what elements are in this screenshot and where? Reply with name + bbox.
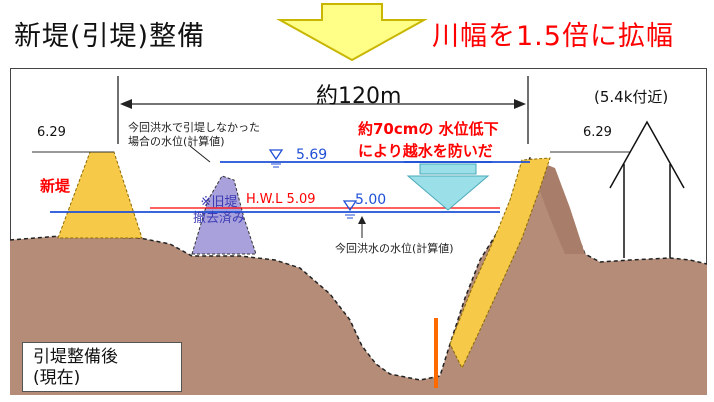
old-levee-label: ※旧堤 撤去済み xyxy=(193,195,246,226)
location-label: (5.4k付近) xyxy=(594,88,669,106)
header-title: 新堤(引堤)整備 xyxy=(14,21,206,52)
water-marker-569 xyxy=(268,149,284,161)
note-water-drop: 約70cmの 水位低下 により越水を防いだ xyxy=(358,120,499,160)
orange-pile xyxy=(434,318,438,388)
right-hill xyxy=(530,158,585,254)
down-arrow-shape xyxy=(276,3,428,62)
levee-top-left-label: 6.29 xyxy=(37,125,66,140)
levee-top-right-label: 6.29 xyxy=(583,125,612,140)
ground-fill xyxy=(10,158,707,395)
header-note: 川幅を1.5倍に拡幅 xyxy=(432,21,674,52)
level-500-label: 5.00 xyxy=(355,192,387,208)
leader-current-head xyxy=(358,216,366,224)
note-current-level: 今回洪水の水位(計算値) xyxy=(335,242,454,255)
hwl-label: H.W.L 5.09 xyxy=(246,192,316,207)
right-new-levee xyxy=(449,157,551,370)
width-arrow-head-right xyxy=(514,99,526,109)
down-arrow-icon xyxy=(276,3,428,62)
new-levee-label: 新堤 xyxy=(40,177,71,195)
note-previous-level: 今回洪水で引堤しなかった 場合の水位(計算値) xyxy=(128,121,260,148)
width-label: 約120m xyxy=(316,84,402,109)
cross-section-diagram xyxy=(10,76,707,395)
left-new-levee xyxy=(57,151,143,239)
old-levee xyxy=(191,175,257,255)
right-height-arrows xyxy=(609,120,685,258)
water-marker-500 xyxy=(342,200,358,212)
ground-outline xyxy=(10,156,707,381)
water-drop-arrow xyxy=(404,161,492,211)
box-label: 引堤整備後 (現在) xyxy=(33,347,118,388)
leader-previous xyxy=(189,145,211,163)
level-569-label: 5.69 xyxy=(296,147,328,163)
width-arrow-head-left xyxy=(120,99,132,109)
after-construction-box: 引堤整備後 (現在) xyxy=(22,342,182,392)
